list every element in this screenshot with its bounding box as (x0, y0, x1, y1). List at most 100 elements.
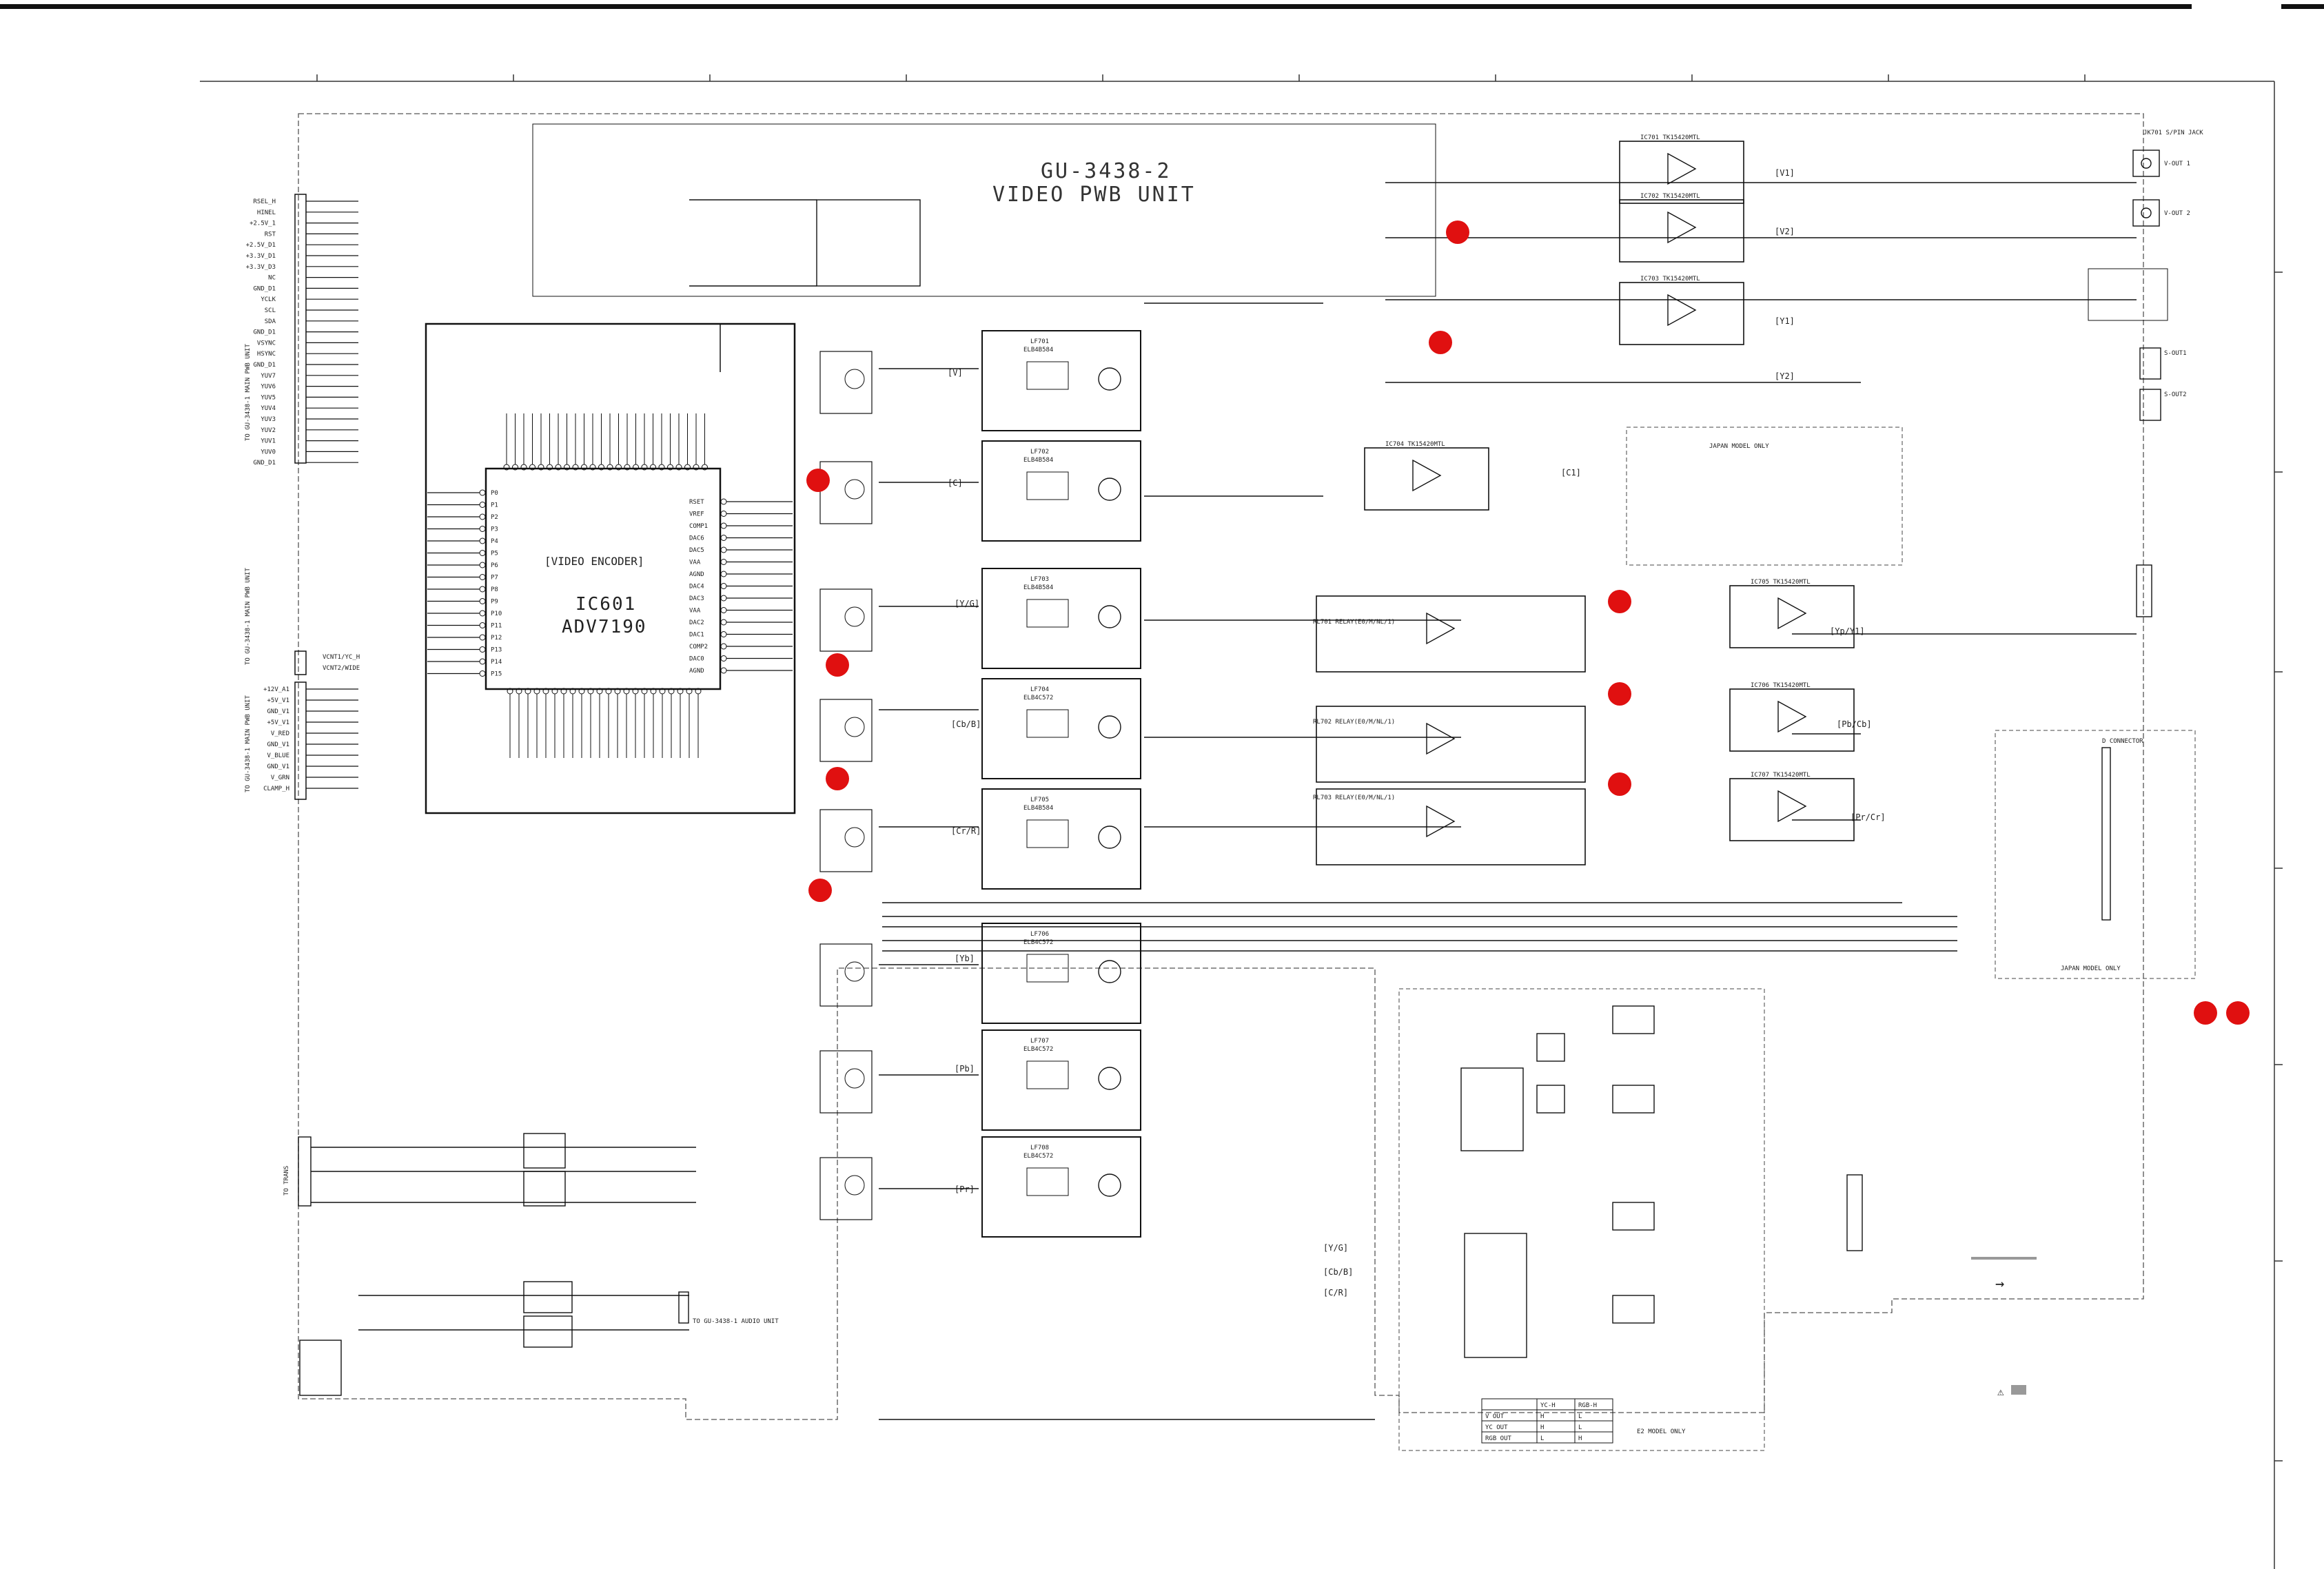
relay-stage (1316, 706, 1586, 783)
top-pin-labels: RSEL_HHINEL+2.5V_1RST+2.5V_D1+3.3V_D1+3.… (246, 198, 358, 466)
board-title-line2: VIDEO PWB UNIT (992, 183, 1196, 207)
output-vout2: V-OUT 2 (2164, 210, 2190, 217)
amp-label: IC707 TK15420MTL (1751, 772, 1811, 779)
encoder-pin-left: P6 (491, 562, 498, 569)
red-marker (1608, 590, 1631, 613)
encoder-pin-marker (720, 583, 727, 589)
encoder-pin-marker (479, 622, 486, 628)
encoder-pin-left: P3 (491, 526, 498, 533)
encoder-pin-marker (720, 571, 727, 577)
top-pin-label: RST (265, 231, 276, 238)
filter-box (981, 568, 1141, 669)
filter-box (981, 330, 1141, 431)
encoder-pin-marker (720, 655, 727, 662)
encoder-pin-marker (479, 574, 486, 580)
opamp-symbol (1777, 700, 1807, 733)
opamp-symbol (1667, 294, 1697, 327)
e2-ics (1460, 1005, 1655, 1358)
filter-part: ELB4B584 (1023, 584, 1053, 591)
driver-stage (819, 1157, 873, 1220)
output-sout1: S-OUT1 (2164, 350, 2187, 357)
truth-table-text: H (1540, 1413, 1544, 1420)
amp-block (1729, 688, 1855, 752)
amp-block (1619, 199, 1744, 263)
encoder-pin-marker (720, 667, 727, 674)
signal-label: [V] (948, 368, 963, 378)
japan-model-box-1 (1626, 427, 1903, 566)
low-pin-labels: +12V_A1+5V_V1GND_V1+5V_V1V_REDGND_V1V_BL… (263, 686, 358, 792)
encoder-pin-marker (479, 550, 486, 556)
truth-table-cell (1574, 1431, 1613, 1444)
filter-part: ELB4B584 (1023, 805, 1053, 812)
top-pin-label: +2.5V_1 (249, 221, 276, 227)
red-marker (826, 653, 849, 677)
encoder-pin-marker (720, 511, 727, 517)
filter-part: ELB4B584 (1023, 347, 1053, 353)
encoder-pin-right: VREF (689, 511, 704, 518)
driver-stage (819, 943, 873, 1007)
encoder-pin-left: P8 (491, 586, 498, 593)
amp-label: IC701 TK15420MTL (1640, 134, 1700, 141)
signal-label: [Cb/B] (951, 719, 981, 729)
filter-part: ELB4C572 (1023, 695, 1053, 701)
power-section (298, 1133, 696, 1396)
filter-part: ELB4B584 (1023, 457, 1053, 464)
truth-table-text: H (1578, 1435, 1582, 1442)
encoder-pin-right: DAC5 (689, 547, 704, 554)
red-marker (2226, 1001, 2250, 1025)
opamp-symbol (1777, 597, 1807, 630)
encoder-pin-marker (479, 586, 486, 593)
encoder-bottom-pins (507, 688, 702, 758)
filter-label: LF708 (1030, 1145, 1049, 1151)
opamp-symbol (1426, 612, 1456, 645)
top-pin-label: +3.3V_D1 (246, 253, 276, 260)
e2-model-box (1398, 988, 1765, 1451)
transistor-symbol (1098, 367, 1121, 391)
red-marker (1608, 772, 1631, 796)
encoder-pin-left: P2 (491, 514, 498, 521)
truth-table-text: H (1540, 1424, 1544, 1431)
filter-label: LF702 (1030, 449, 1049, 455)
low-pin-label: +12V_A1 (263, 686, 289, 693)
encoder-pin-marker (479, 598, 486, 604)
truth-table-text: V OUT (1485, 1413, 1505, 1420)
encoder-pin-right: VAA (689, 608, 701, 615)
relay-stage (1316, 595, 1586, 673)
board-title-line1: GU-3438-2 (1041, 159, 1172, 183)
signal-label: [C] (948, 478, 963, 488)
encoder-pin-marker (720, 619, 727, 626)
top-pin-label: NC (268, 275, 276, 282)
opamp-symbol (1426, 722, 1456, 755)
opamp-symbol (1412, 459, 1442, 492)
encoder-pin-right: DAC1 (689, 632, 704, 639)
connector-main-top-label: TO GU-3438-1 MAIN PWB UNIT (245, 344, 252, 441)
encoder-pin-marker (479, 646, 486, 653)
relay-label: RL703 RELAY(E0/M/NL/1) (1313, 794, 1395, 801)
amp-label: IC702 TK15420MTL (1640, 193, 1700, 200)
transistor-symbol (844, 1175, 865, 1196)
encoder-pin-marker (720, 559, 727, 565)
low-pin-label: CLAMP_H (263, 786, 289, 792)
encoder-pin-left: P10 (491, 611, 502, 617)
japan-model-label-1: JAPAN MODEL ONLY (1709, 443, 1769, 450)
filter-label: LF707 (1030, 1038, 1049, 1045)
transistor-symbol (844, 717, 865, 737)
transistor-symbol (1098, 960, 1121, 983)
top-pin-label: VSYNC (257, 340, 276, 347)
encoder-pin-right: DAC6 (689, 535, 704, 542)
right-outputs (1846, 150, 2168, 1251)
top-pin-label: HINEL (257, 209, 276, 216)
signal-label: [V2] (1775, 227, 1795, 236)
low-pin-label: GND_V1 (267, 708, 289, 715)
filter-element (1026, 1167, 1069, 1196)
encoder-pin-right: COMP1 (689, 523, 708, 530)
low-pin-label: GND_V1 (267, 763, 289, 770)
truth-table-text: YC OUT (1485, 1424, 1508, 1431)
top-pin-label: GND_D1 (253, 329, 276, 336)
truth-table-text: L (1540, 1435, 1544, 1442)
filter-part: ELB4C572 (1023, 1046, 1053, 1053)
signal-labels: [V][C][Y/G][Cb/B][Cr/R][Yb][Pb][Pr][V1][… (948, 168, 1886, 1298)
top-pin-label: RSEL_H (253, 198, 276, 205)
